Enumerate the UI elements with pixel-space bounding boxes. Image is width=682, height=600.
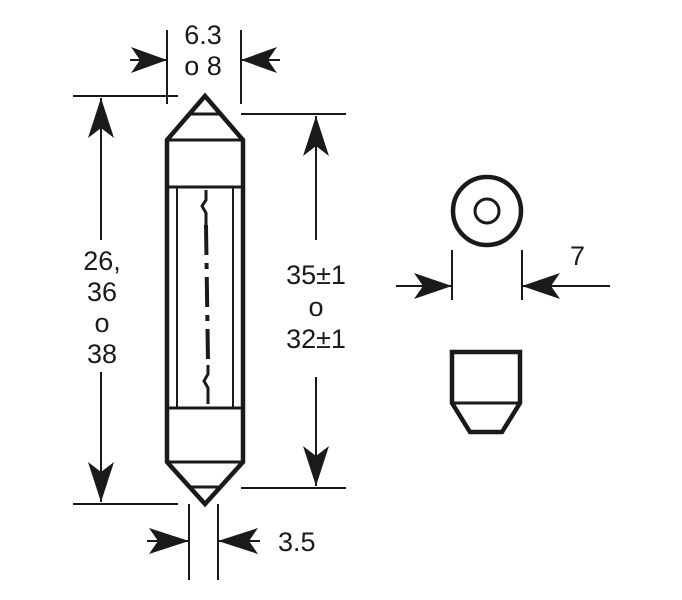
inner-length-label-line2: o	[308, 292, 324, 322]
tip-width-label: 3.5	[278, 527, 316, 557]
cap-width-dimension	[396, 250, 610, 300]
cap-width-label: 7	[570, 241, 586, 271]
length-label-line1: 26,	[83, 246, 121, 276]
cap-end-view	[450, 174, 524, 248]
top-width-label-line2: o 8	[184, 51, 222, 81]
inner-length-dimension	[241, 113, 346, 489]
top-width-dimension	[130, 30, 280, 104]
tip-width-dimension	[147, 504, 260, 580]
length-label-line2: 36	[86, 277, 118, 307]
filament	[200, 190, 210, 404]
inner-length-label-line3: 32±1	[286, 324, 346, 354]
overall-length-dimension	[73, 95, 178, 505]
top-width-label-line1: 6.3	[184, 20, 222, 50]
bulb-body	[164, 92, 246, 508]
cap-side-view	[449, 349, 523, 435]
length-label-line4: 38	[86, 339, 118, 369]
inner-length-label-line1: 35±1	[286, 260, 346, 290]
length-label-line3: o	[94, 308, 110, 338]
